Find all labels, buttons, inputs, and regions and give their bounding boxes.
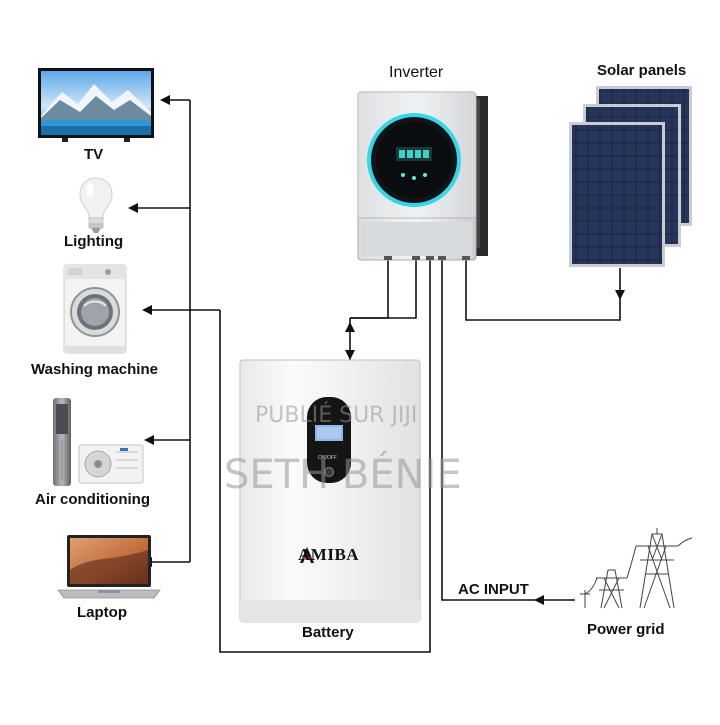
battery-link-left bbox=[350, 258, 389, 319]
inverter-unit bbox=[357, 91, 488, 261]
label-tv: TV bbox=[84, 146, 104, 163]
arrow-battery-down bbox=[345, 350, 355, 360]
label-ac-input: AC INPUT bbox=[458, 581, 529, 598]
arrow-to-tv bbox=[160, 95, 170, 105]
arrow-solar-up bbox=[615, 290, 625, 300]
power-grid-icon bbox=[580, 528, 693, 609]
washing-machine-icon bbox=[63, 264, 127, 354]
label-washing-machine: Washing machine bbox=[31, 361, 158, 378]
arrow-to-ac bbox=[144, 435, 154, 445]
inverter-output-line bbox=[219, 258, 431, 653]
air-conditioner-icon bbox=[53, 398, 144, 486]
solar-link bbox=[465, 258, 621, 321]
arrow-to-lighting bbox=[128, 203, 138, 213]
battery-button-label: ON/OFF bbox=[318, 455, 337, 461]
wiring bbox=[136, 99, 621, 653]
label-air-conditioning: Air conditioning bbox=[35, 491, 150, 508]
label-battery: Battery bbox=[302, 624, 354, 641]
label-inverter: Inverter bbox=[389, 64, 444, 81]
battery-brand-logo: AMIBA bbox=[298, 545, 360, 564]
arrow-to-washing bbox=[142, 305, 152, 315]
label-solar-panels: Solar panels bbox=[597, 62, 687, 79]
laptop-icon bbox=[57, 535, 161, 599]
arrow-battery-up bbox=[345, 322, 355, 332]
battery-unit bbox=[239, 359, 421, 623]
solar-panels bbox=[569, 86, 692, 267]
light-bulb-icon bbox=[79, 177, 113, 233]
label-laptop: Laptop bbox=[77, 604, 127, 621]
arrow-grid-left bbox=[534, 595, 544, 605]
label-lighting: Lighting bbox=[64, 233, 124, 250]
power-button-icon[interactable] bbox=[324, 467, 334, 477]
amiba-logo-mark bbox=[300, 547, 314, 563]
tv-icon bbox=[38, 68, 154, 142]
battery-link-right bbox=[350, 258, 417, 319]
label-power-grid: Power grid bbox=[587, 621, 665, 638]
grid-link bbox=[441, 258, 575, 601]
